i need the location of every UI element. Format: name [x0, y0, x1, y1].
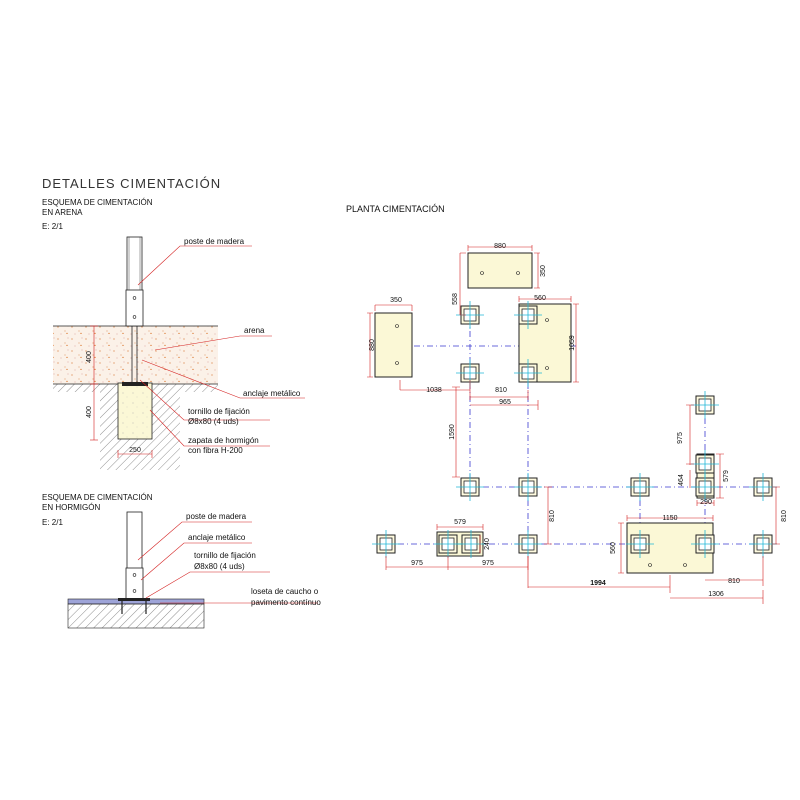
label-footing-1: zapata de hormigón [188, 436, 259, 445]
detail-sand-scale: E: 2/1 [42, 222, 63, 231]
anchor-base [122, 382, 148, 386]
anchor-base [118, 598, 150, 601]
dim-footing-width: 250 [129, 447, 141, 454]
dim-579-right: 579 [723, 470, 730, 482]
dim-810-d: 810 [728, 578, 740, 585]
bolt-icon [132, 573, 137, 577]
detail-concrete: ESQUEMA DE CIMENTACIÓN EN HORMIGÓN E: 2/… [42, 493, 321, 629]
dim-975-right: 975 [677, 432, 684, 444]
axis-lines [375, 318, 770, 545]
plan-title: PLANTA CIMENTACIÓN [346, 204, 445, 214]
dim-880-left: 880 [369, 339, 376, 351]
dim-290: 290 [700, 499, 712, 506]
dim-579-left: 579 [454, 519, 466, 526]
dim-560-top: 560 [534, 295, 546, 302]
metal-anchor-plate [125, 289, 144, 327]
label-anchor: anclaje metálico [243, 389, 301, 398]
dim-560-bottom: 560 [610, 542, 617, 554]
label-anchor-2: anclaje metálico [188, 533, 246, 542]
detail-sand: ESQUEMA DE CIMENTACIÓN EN ARENA E: 2/1 4… [42, 198, 305, 470]
concrete-pad [374, 312, 413, 378]
label-bolt-2: Ø8x80 (4 uds) [188, 417, 239, 426]
axis-crosses [372, 301, 777, 558]
dim-1306: 1306 [708, 591, 724, 598]
dim-810-c: 810 [781, 510, 788, 522]
label-tile-2: pavimento contínuo [251, 598, 321, 607]
detail-concrete-caption-1: ESQUEMA DE CIMENTACIÓN [42, 493, 153, 502]
detail-concrete-caption-2: EN HORMIGÓN [42, 503, 100, 512]
detail-sand-caption-2: EN ARENA [42, 208, 83, 217]
dim-464: 464 [678, 474, 685, 486]
sand-layer [53, 326, 218, 384]
concrete-pad [467, 252, 533, 289]
detail-concrete-scale: E: 2/1 [42, 518, 63, 527]
dim-810-b: 810 [549, 510, 556, 522]
dim-1059: 1059 [569, 335, 576, 351]
dim-sand-depth: 400 [86, 351, 93, 363]
bolt-icon [132, 589, 137, 593]
label-post-2: poste de madera [186, 512, 247, 521]
dim-350-left: 350 [390, 297, 402, 304]
concrete-slab [67, 603, 205, 629]
dim-1994: 1994 [590, 580, 606, 587]
label-bolt-2-2: Ø8x80 (4 uds) [194, 562, 245, 571]
detail-sand-caption-1: ESQUEMA DE CIMENTACIÓN [42, 198, 153, 207]
dim-1590: 1590 [449, 424, 456, 440]
dim-1038: 1038 [426, 387, 442, 394]
dim-350-top: 350 [540, 265, 547, 277]
dim-975-a: 975 [411, 560, 423, 567]
dim-240: 240 [484, 538, 491, 550]
label-footing-2: con fibra H-200 [188, 446, 243, 455]
dim-810-a: 810 [495, 387, 507, 394]
dim-965: 965 [499, 399, 511, 406]
bolt-icon [132, 315, 137, 319]
metal-anchor-plate [125, 567, 144, 600]
dim-975-b: 975 [482, 560, 494, 567]
label-post: poste de madera [184, 237, 245, 246]
label-bolt-2-1: tornillo de fijación [194, 551, 256, 560]
label-tile-1: loseta de caucho o [251, 587, 319, 596]
dim-1150: 1150 [662, 515, 677, 522]
bolt-icon [132, 296, 137, 300]
dim-footing-depth: 400 [86, 406, 93, 418]
sheet-title: DETALLES CIMENTACIÓN [42, 176, 221, 191]
dim-558: 558 [452, 293, 459, 305]
dim-880-top: 880 [494, 243, 506, 250]
label-bolt-1: tornillo de fijación [188, 407, 250, 416]
label-sand: arena [244, 326, 265, 335]
foundation-plan: PLANTA CIMENTACIÓN [346, 204, 788, 604]
concrete-footing [117, 382, 153, 440]
dimension-lines [367, 245, 780, 604]
